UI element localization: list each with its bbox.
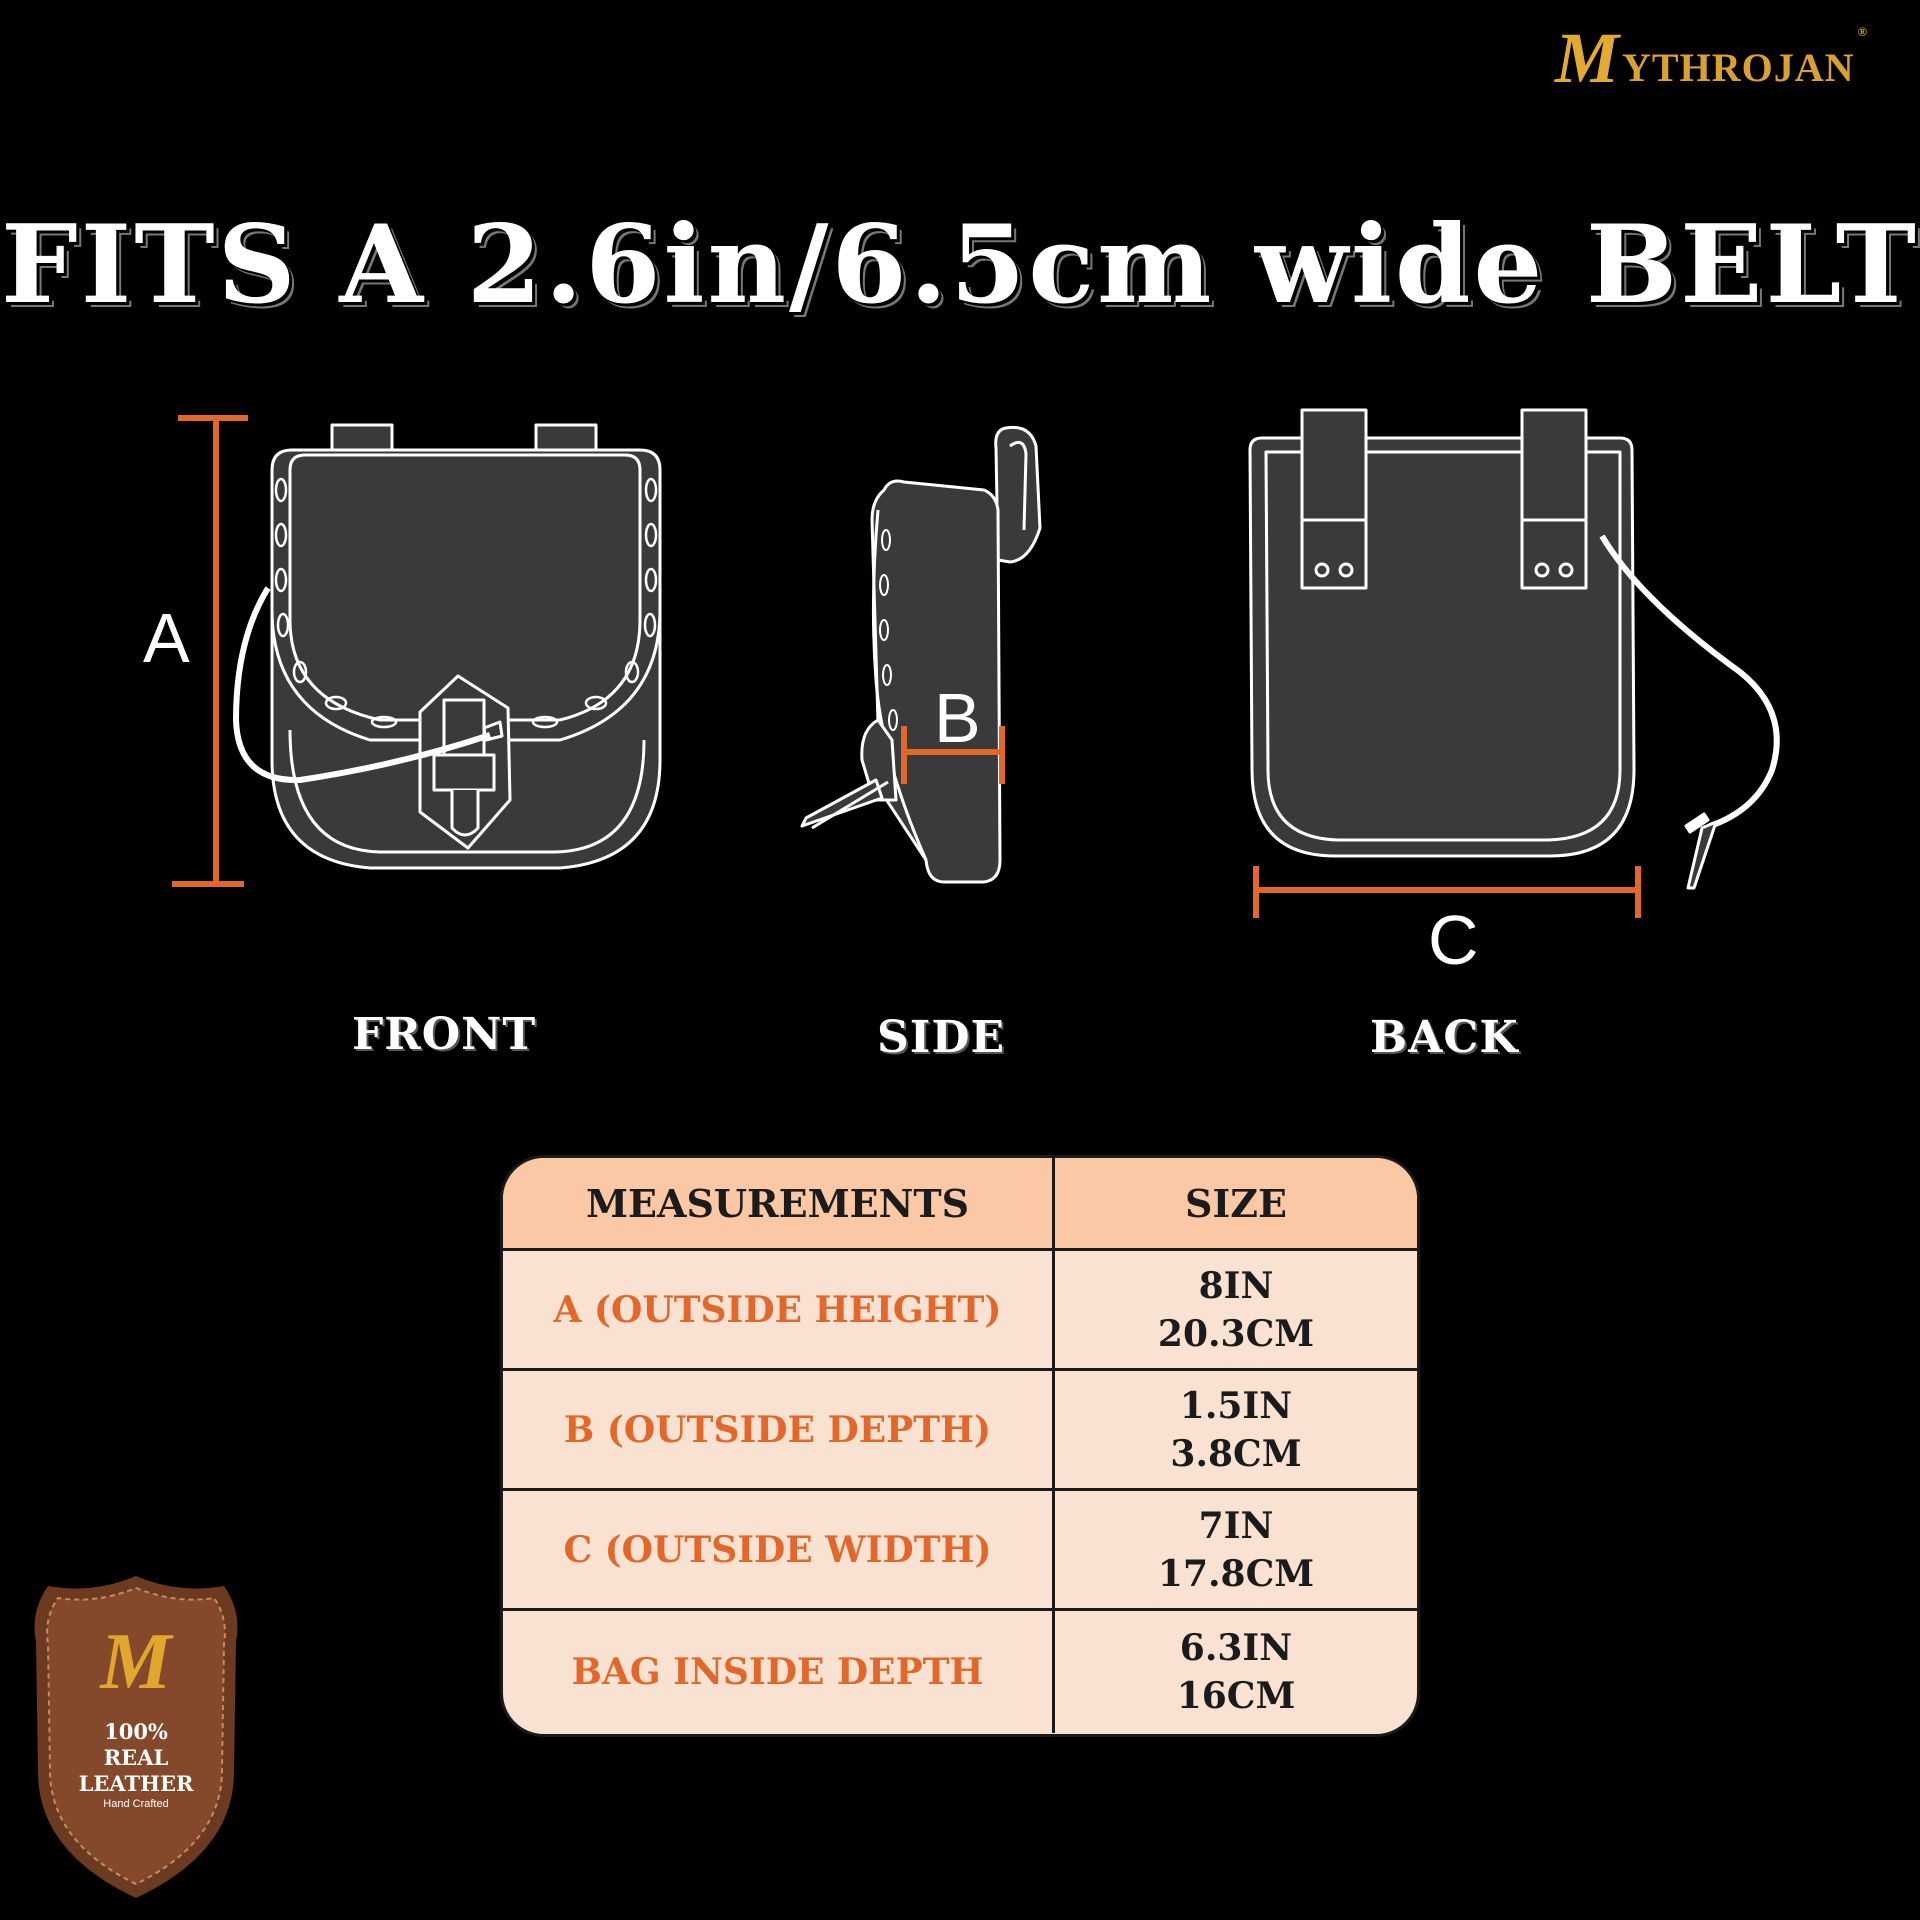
dimension-b-line: [901, 726, 1005, 784]
dimension-c-label: C: [1428, 901, 1479, 979]
table-cell-measurement: BAG INSIDE DEPTH: [503, 1611, 1055, 1733]
front-flap: [288, 453, 642, 722]
table-row: C (OUTSIDE WIDTH) 7IN 17.8CM: [503, 1488, 1417, 1608]
dimension-c-line: [1253, 866, 1641, 918]
size-centimeters: 16CM: [1176, 1675, 1296, 1717]
headline: FITS A 2.6in/6.5cm wide BELT: [1, 202, 1919, 328]
brand-logo-initial: M: [1555, 18, 1621, 98]
table-row: BAG INSIDE DEPTH 6.3IN 16CM: [503, 1608, 1417, 1733]
back-strap-left: [1300, 408, 1368, 590]
measurement-table: MEASUREMENTS SIZE A (OUTSIDE HEIGHT) 8IN…: [500, 1155, 1420, 1737]
table-row: B (OUTSIDE DEPTH) 1.5IN 3.8CM: [503, 1368, 1417, 1488]
front-cord: [233, 586, 491, 784]
side-belt-loop: [994, 425, 1042, 564]
back-cord: [1599, 534, 1780, 829]
real-leather-badge: M 100% REAL LEATHER Hand Crafted: [28, 1572, 244, 1902]
table-cell-size: 8IN 20.3CM: [1055, 1251, 1417, 1368]
leather-badge-shape: [34, 1576, 238, 1898]
size-inches: 8IN: [1198, 1264, 1274, 1307]
dimension-b-label: B: [934, 679, 981, 757]
table-header-size: SIZE: [1185, 1180, 1287, 1226]
view-label-side: SIDE: [877, 1012, 1006, 1063]
size-inches: 7IN: [1198, 1504, 1274, 1547]
badge-text-handcrafted: Hand Crafted: [103, 1798, 169, 1810]
back-view-drawing: [1248, 408, 1780, 890]
table-cell-size: 6.3IN 16CM: [1055, 1611, 1417, 1733]
badge-text-percent: 100%: [104, 1719, 168, 1744]
table-cell-measurement: B (OUTSIDE DEPTH): [503, 1371, 1055, 1488]
registered-mark: ®: [1857, 24, 1869, 39]
front-view-drawing: [233, 423, 662, 870]
brand-logo-text: YTHROJAN: [1622, 45, 1855, 90]
view-label-back: BACK: [1370, 1012, 1519, 1063]
table-header-row: MEASUREMENTS SIZE: [503, 1158, 1417, 1248]
brand-logo: M YTHROJAN ®: [1555, 18, 1900, 94]
badge-text-real: REAL: [103, 1745, 169, 1770]
size-centimeters: 3.8CM: [1170, 1432, 1302, 1475]
back-strap-right: [1520, 408, 1588, 590]
view-label-front: FRONT: [352, 1009, 537, 1060]
badge-monogram: M: [100, 1618, 172, 1706]
table-row: A (OUTSIDE HEIGHT) 8IN 20.3CM: [503, 1248, 1417, 1368]
dimension-a-label: A: [143, 599, 190, 677]
dimension-a-line: [172, 415, 248, 887]
size-centimeters: 20.3CM: [1157, 1312, 1315, 1355]
size-centimeters: 17.8CM: [1157, 1552, 1315, 1595]
badge-text-leather: LEATHER: [78, 1771, 194, 1796]
side-view-drawing: [800, 425, 1042, 884]
size-inches: 1.5IN: [1179, 1384, 1293, 1427]
table-cell-size: 7IN 17.8CM: [1055, 1491, 1417, 1608]
table-cell-measurement: A (OUTSIDE HEIGHT): [503, 1251, 1055, 1368]
table-header-measurements: MEASUREMENTS: [503, 1158, 1055, 1248]
table-cell-size: 1.5IN 3.8CM: [1055, 1371, 1417, 1488]
bag-drawings: [172, 408, 1780, 918]
table-cell-measurement: C (OUTSIDE WIDTH): [503, 1491, 1055, 1608]
size-inches: 6.3IN: [1179, 1627, 1293, 1669]
